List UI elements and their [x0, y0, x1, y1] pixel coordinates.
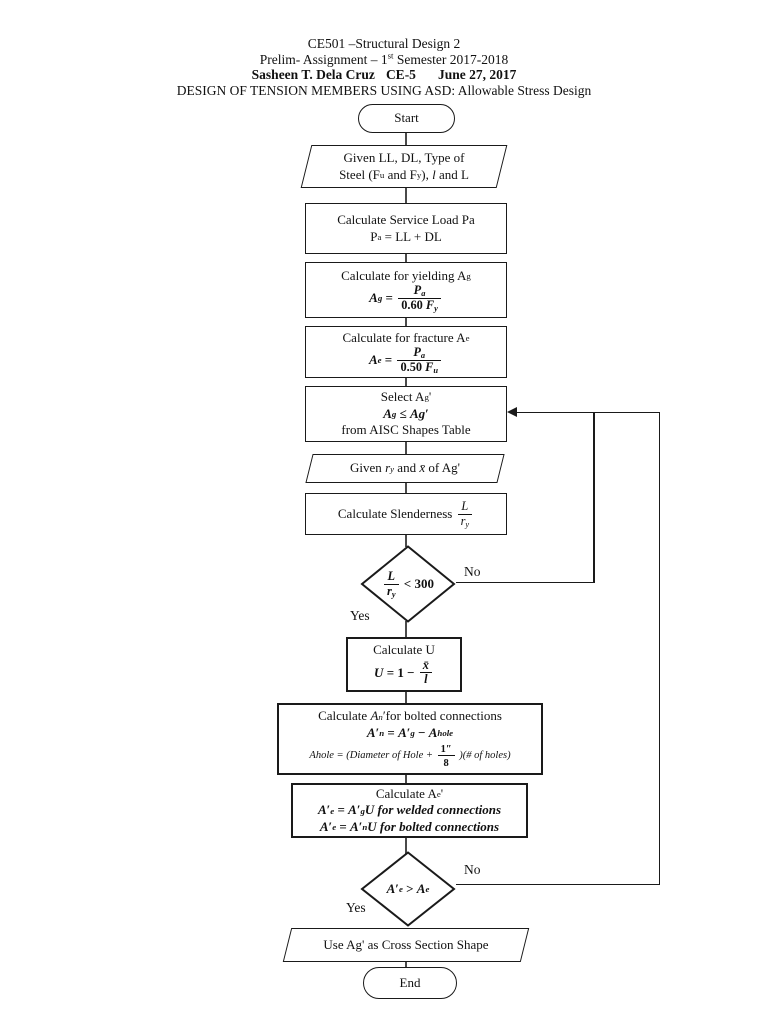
diamond-shape: [360, 545, 456, 623]
feedback-line-top: [514, 411, 660, 413]
flow-connector: [405, 378, 407, 386]
end-terminator: End: [363, 967, 457, 999]
output-use-ag: Use Ag' as Cross Section Shape: [282, 928, 530, 962]
flow-connector: [405, 535, 407, 547]
no-branch-line-1: [593, 412, 595, 583]
start-terminator: Start: [358, 104, 455, 133]
flow-connector: [405, 318, 407, 326]
no-branch-line-2: [456, 883, 660, 885]
author-line: Sasheen T. Dela Cruz CE-5 June 27, 2017: [0, 67, 768, 83]
branch-label-yes-1: Yes: [350, 608, 370, 623]
branch-label-no-1: No: [464, 564, 481, 579]
assignment-line: Prelim- Assignment – 1st Semester 2017-2…: [259, 50, 509, 67]
flow-connector: [405, 962, 407, 967]
course-section: CE-5: [385, 67, 416, 82]
no-branch-line-1: [456, 581, 594, 583]
document-date: June 27, 2017: [437, 67, 517, 82]
flow-connector: [405, 133, 407, 145]
flow-connector: [405, 188, 407, 203]
flow-connector: [405, 775, 407, 783]
flow-connector: [405, 838, 407, 855]
branch-label-no-2: No: [464, 862, 481, 877]
flow-connector: [405, 254, 407, 262]
flow-connector: [405, 621, 407, 637]
document-header: CE501 –Structural Design 2 Prelim- Assig…: [0, 36, 768, 98]
document-title: DESIGN OF TENSION MEMBERS USING ASD: All…: [176, 82, 592, 98]
feedback-arrowhead: [507, 407, 517, 417]
flow-connector: [405, 692, 407, 703]
diamond-shape: [360, 851, 456, 927]
flow-connector: [405, 483, 407, 493]
flow-connector: [405, 442, 407, 454]
author-name: Sasheen T. Dela Cruz: [251, 67, 375, 82]
branch-label-yes-2: Yes: [346, 900, 366, 915]
no-branch-line-2: [658, 411, 660, 885]
course-title: CE501 –Structural Design 2: [307, 36, 461, 51]
